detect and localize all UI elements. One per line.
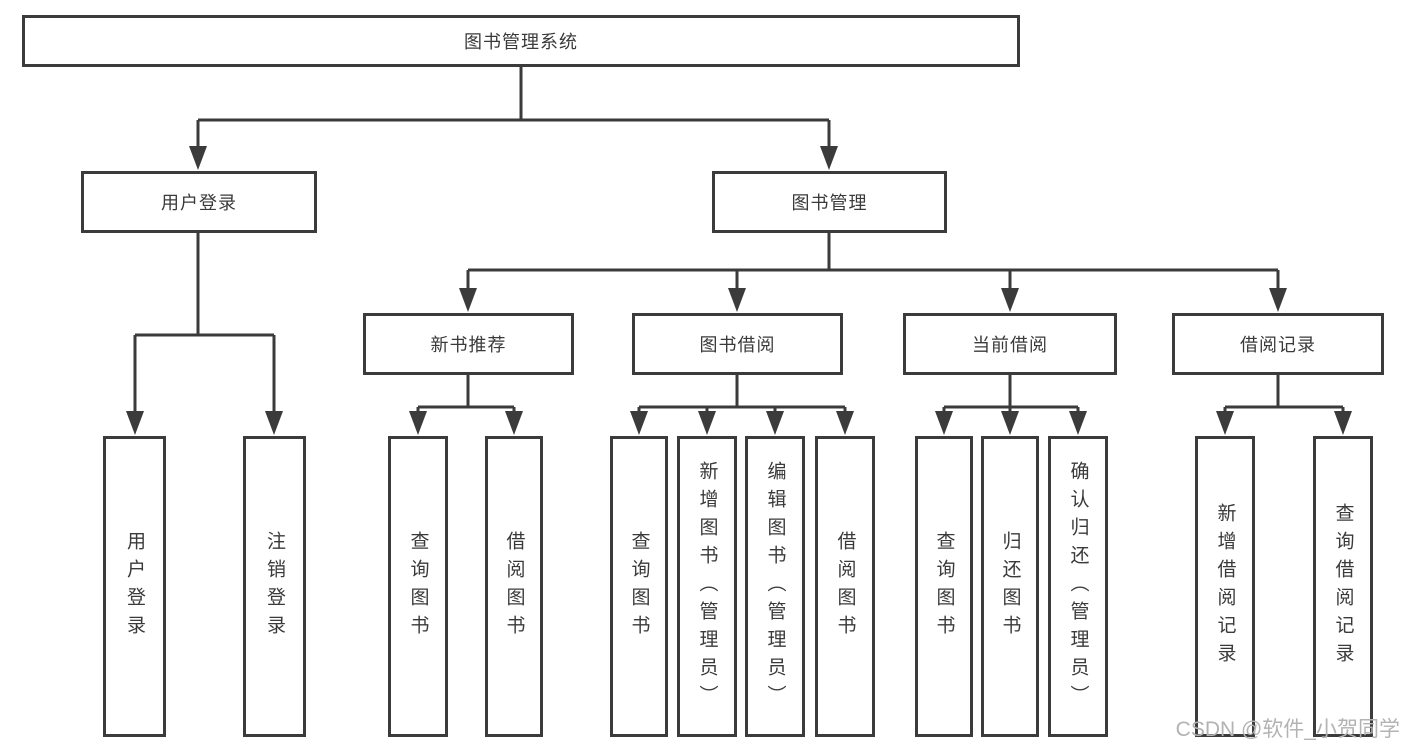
node-label: 注销登录: [264, 530, 285, 643]
node-label: 当前借阅: [972, 335, 1048, 355]
node-label: 借阅图书: [834, 530, 856, 643]
arrowhead: [1334, 411, 1352, 435]
node-label: 查询图书: [407, 530, 429, 643]
leaf-logout: 注销登录: [243, 436, 306, 737]
node-current-borrow: 当前借阅: [903, 313, 1117, 375]
arrowhead: [126, 411, 144, 435]
node-label: 确认归还（管理员）: [1067, 460, 1089, 713]
connector-current-to-leaves: [942, 375, 1080, 414]
arrowhead: [836, 411, 854, 435]
node-label: 编辑图书（管理员）: [764, 460, 786, 713]
node-label: 借阅图书: [503, 530, 525, 643]
arrowhead: [1269, 288, 1287, 312]
node-user-login: 用户登录: [81, 171, 317, 233]
node-book-borrow: 图书借阅: [632, 313, 843, 375]
node-book-management: 图书管理: [712, 171, 947, 233]
arrowhead: [505, 411, 523, 435]
arrowhead: [935, 411, 953, 435]
leaf-query-borrow-record: 查询借阅记录: [1313, 436, 1373, 737]
leaf-query-books: 查询图书: [388, 436, 448, 737]
node-label: 新增借阅记录: [1214, 502, 1236, 671]
leaf-return-books: 归还图书: [981, 436, 1039, 737]
connector-mgmt-to-level3: [466, 233, 1280, 292]
node-new-book-recommend: 新书推荐: [363, 313, 574, 375]
connector-newbook-to-leaves: [416, 375, 516, 414]
node-label: 用户登录: [161, 193, 237, 213]
node-label: 借阅记录: [1240, 335, 1316, 355]
node-label: 查询图书: [628, 530, 650, 643]
node-label: 归还图书: [999, 530, 1021, 643]
node-label: 图书管理系统: [464, 32, 578, 52]
arrowhead: [409, 411, 427, 435]
leaf-add-books-admin: 新增图书（管理员）: [677, 436, 737, 737]
node-label: 用户登录: [124, 530, 145, 643]
leaf-borrow-books: 借阅图书: [815, 436, 875, 737]
connector-root-to-level2: [196, 67, 831, 150]
arrowhead: [820, 146, 838, 170]
node-label: 查询借阅记录: [1332, 502, 1354, 671]
leaf-edit-books-admin: 编辑图书（管理员）: [745, 436, 805, 737]
leaf-confirm-return-admin: 确认归还（管理员）: [1048, 436, 1108, 737]
arrowhead: [1001, 411, 1019, 435]
connector-login-to-leaves: [133, 233, 276, 414]
arrowhead: [1069, 411, 1087, 435]
connector-records-to-leaves: [1223, 375, 1345, 414]
arrowhead: [1001, 288, 1019, 312]
node-label: 查询图书: [933, 530, 955, 643]
arrowhead: [698, 411, 716, 435]
node-label: 图书借阅: [699, 335, 776, 355]
arrowhead: [1216, 411, 1234, 435]
csdn-watermark: CSDN @软件_小贺同学: [1175, 718, 1400, 741]
node-borrow-records: 借阅记录: [1172, 313, 1384, 375]
connector-borrow-to-leaves: [637, 375, 847, 414]
arrowhead: [189, 146, 207, 170]
arrowhead: [630, 411, 648, 435]
leaf-borrow-books: 借阅图书: [485, 436, 543, 737]
arrowhead: [766, 411, 784, 435]
node-system-root: 图书管理系统: [22, 15, 1020, 67]
leaf-query-books: 查询图书: [610, 436, 668, 737]
node-label: 新增图书（管理员）: [696, 460, 718, 713]
leaf-user-login: 用户登录: [103, 436, 166, 737]
leaf-query-books: 查询图书: [915, 436, 973, 737]
node-label: 图书管理: [791, 193, 868, 213]
leaf-add-borrow-record: 新增借阅记录: [1195, 436, 1255, 737]
arrowhead: [265, 411, 283, 435]
node-label: 新书推荐: [430, 335, 507, 355]
arrowhead: [728, 288, 746, 312]
arrowhead: [459, 288, 477, 312]
